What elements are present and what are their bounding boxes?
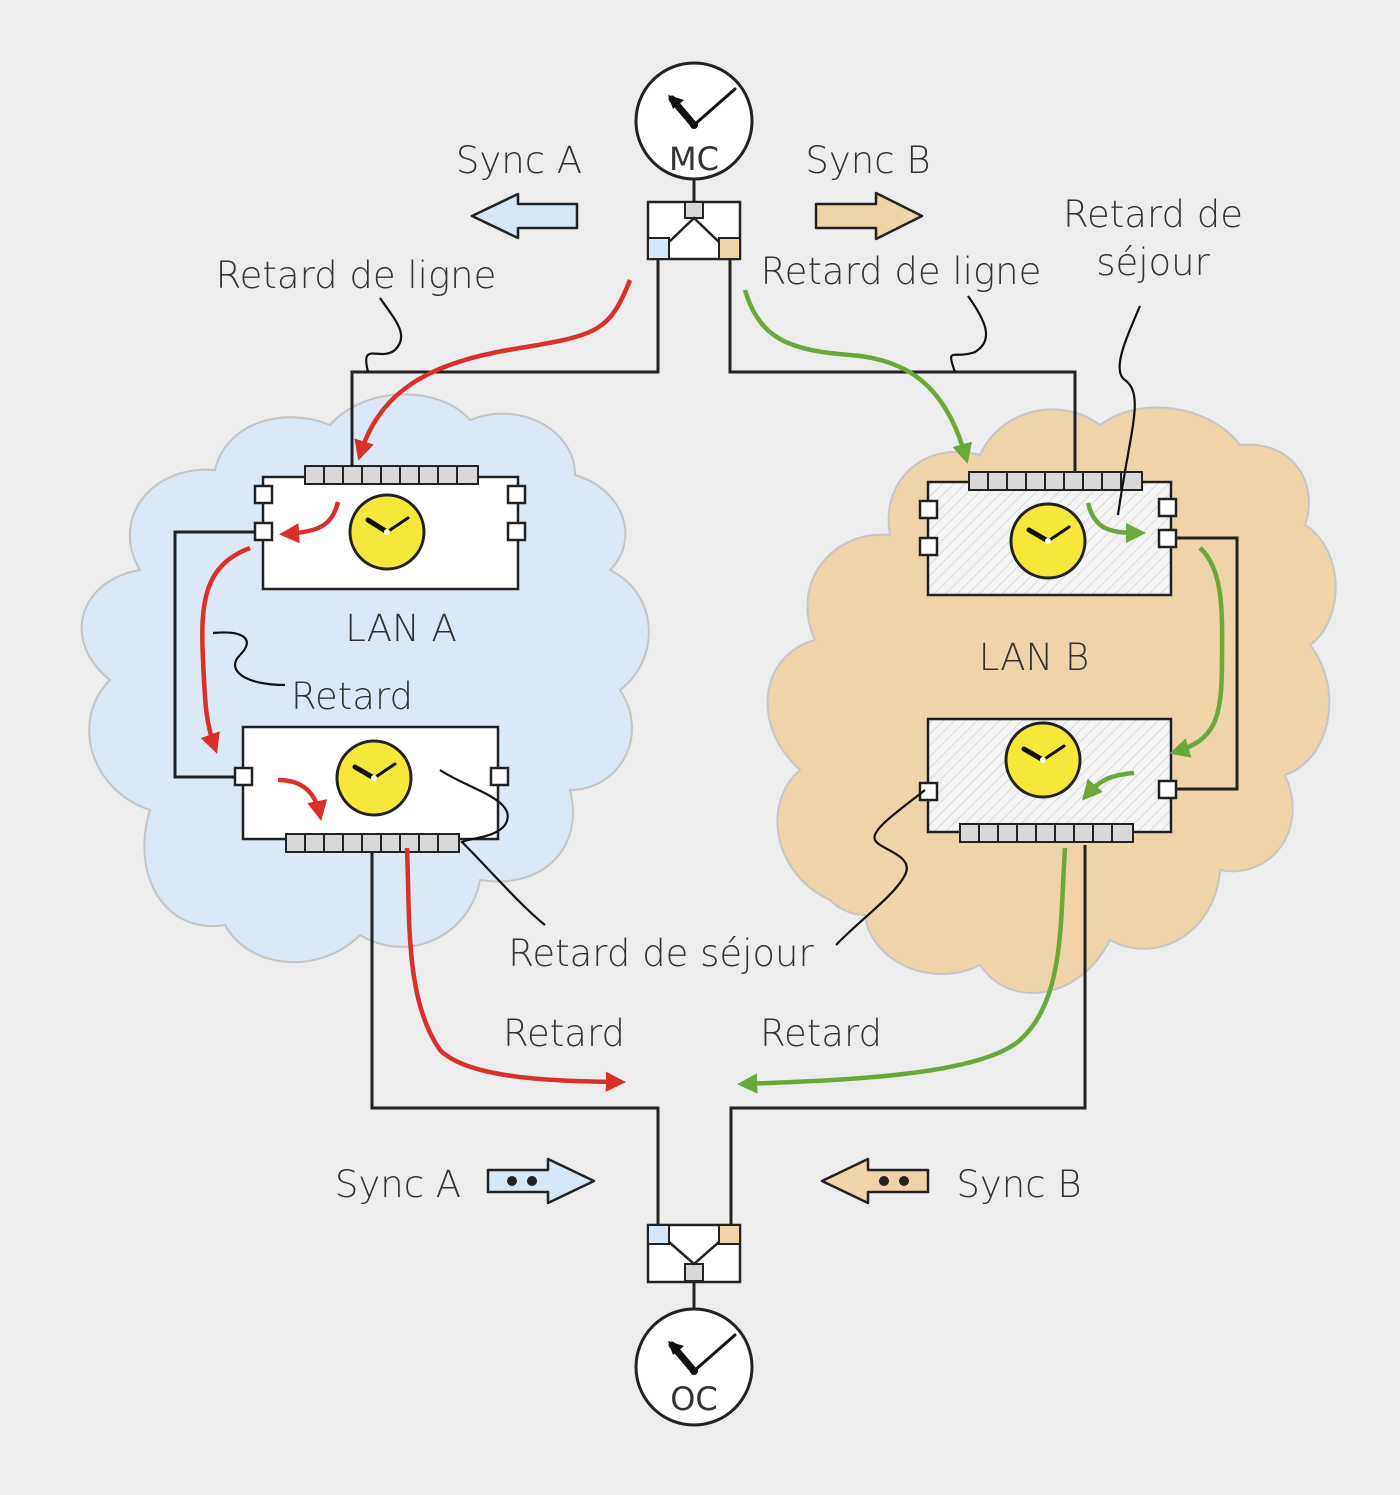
network-wires: [173, 180, 1239, 1312]
sync-arrow-icon: [820, 1157, 930, 1205]
clock-icon: [335, 739, 413, 817]
master-clock-label: MC: [669, 140, 719, 178]
sync-a-top-arrow: [470, 192, 579, 240]
cloud-icon: [766, 406, 1337, 994]
residence-delay-middle-label: Retard de séjour: [508, 932, 814, 975]
lan-a-label: LAN A: [345, 607, 457, 650]
sync-b-top-label: Sync B: [805, 139, 930, 182]
clock-icon: [1004, 721, 1082, 799]
residence-delay-top-line1: Retard de: [1063, 193, 1243, 236]
ordinary-clock: OC: [634, 1307, 754, 1427]
switch-icon: [646, 200, 742, 261]
master-clock: MC: [634, 61, 754, 181]
port-bank: [285, 833, 460, 853]
lan-a-switch-2: [233, 725, 510, 853]
path-a-arrows: [200, 279, 633, 1092]
clock-icon: [634, 61, 754, 181]
sync-a-top-label: Sync A: [456, 139, 582, 182]
lan-a-switch-1: [253, 465, 527, 591]
sync-arrow-icon: [814, 191, 924, 241]
sync-a-bottom-label: Sync A: [335, 1163, 461, 1206]
line-delay-right-label: Retard de ligne: [761, 250, 1042, 293]
lan-b-label: LAN B: [979, 636, 1089, 679]
sync-b-bottom-arrow: [820, 1157, 930, 1205]
labels: Sync A Sync B Retard de ligne Retard de …: [216, 139, 1243, 1206]
lan-b-switch-2: [918, 717, 1178, 843]
port-bank: [304, 465, 479, 485]
leader-lines: [212, 295, 1142, 946]
sync-arrow-icon: [470, 192, 579, 240]
sync-a-bottom-arrow: [486, 1157, 596, 1205]
delay-lan-a-label: Retard: [291, 675, 413, 718]
sync-arrow-icon: [486, 1157, 596, 1205]
clock-icon: [1009, 502, 1087, 580]
switch-icon: [646, 1223, 742, 1284]
path-b-arrows: [736, 289, 1225, 1094]
line-delay-left-label: Retard de ligne: [216, 254, 497, 297]
sync-b-bottom-label: Sync B: [956, 1163, 1081, 1206]
delay-bottom-right-label: Retard: [760, 1012, 882, 1055]
port-bank: [968, 471, 1143, 491]
port-bank: [959, 823, 1134, 843]
residence-delay-top-line2: séjour: [1096, 241, 1210, 284]
lan-b-cloud: [766, 406, 1337, 994]
clock-icon: [634, 1307, 754, 1427]
clock-icon: [348, 493, 426, 571]
ordinary-clock-label: OC: [670, 1380, 718, 1418]
delay-bottom-left-label: Retard: [503, 1012, 625, 1055]
sync-b-top-arrow: [814, 191, 924, 241]
